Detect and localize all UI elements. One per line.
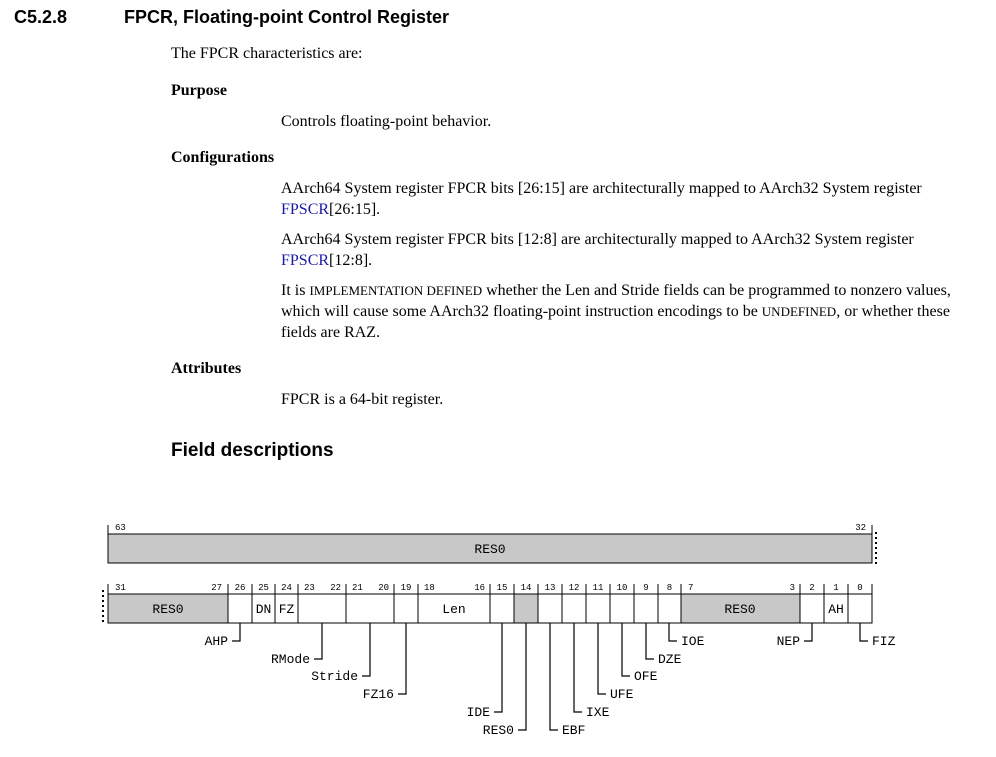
implementation-defined-term: IMPLEMENTATION DEFINED [309,283,483,298]
stride-callout: Stride [311,669,358,684]
config-p3-b: whether the Len and Stride fields can be… [281,282,951,320]
bit-7-label: 7 [688,583,693,593]
field-rmode [297,593,347,624]
purpose-heading: Purpose [171,82,227,99]
bit-18-label: 18 [424,583,435,593]
nep-callout: NEP [777,634,801,649]
dze-callout: DZE [658,652,682,667]
len-field-label: Len [442,602,465,617]
bit-14-label: 14 [521,583,532,593]
fpscr-link-1[interactable]: FPSCR [281,201,330,218]
field-ufe [585,593,611,624]
bit-26-label: 26 [235,583,246,593]
bit-9-label: 9 [643,583,648,593]
field-ide [489,593,515,624]
config-p2-tail: [12:8]. [329,252,373,269]
config-p2-text: AArch64 System register FPCR bits [12:8]… [281,231,914,248]
purpose-text: Controls floating-point behavior. [281,113,492,130]
field-fiz [847,593,873,624]
field-ahp [227,593,253,624]
bit-21-label: 21 [352,583,363,593]
bit-23-label: 23 [304,583,315,593]
bit-32-label: 32 [855,523,866,533]
ide-callout: IDE [467,705,491,720]
bit-11-label: 11 [593,583,604,593]
config-p1-text: AArch64 System register FPCR bits [26:15… [281,180,922,197]
field-res0-low [680,593,801,624]
fz16-callout: FZ16 [363,687,394,702]
config-paragraph-3: It is IMPLEMENTATION DEFINED whether the… [281,280,981,343]
config-p1-tail: [26:15]. [329,201,381,218]
bit-24-label: 24 [281,583,292,593]
bit-63-label: 63 [115,523,126,533]
undefined-term: UNDEFINED [761,304,837,319]
field-res0-high [107,593,229,624]
lower-field-cells [107,593,873,624]
field-ioe [657,593,682,624]
bit-0-label: 0 [857,583,862,593]
ahp-callout: AHP [205,634,229,649]
bit-3-label: 3 [790,583,795,593]
bit-2-label: 2 [809,583,814,593]
fpscr-link-2[interactable]: FPSCR [281,252,330,269]
config-p3-a: It is [281,282,310,299]
field-fz16 [393,593,419,624]
field-ah [823,593,849,624]
section-title: FPCR, Floating-point Control Register [124,7,449,27]
callout-leaders [232,623,868,731]
field-ixe [561,593,587,624]
configurations-heading: Configurations [171,149,275,166]
fz-field-label: FZ [279,602,295,617]
attributes-heading: Attributes [171,360,242,377]
ioe-callout: IOE [681,634,705,649]
section-number: C5.2.8 [14,7,68,27]
attributes-text: FPCR is a 64-bit register. [281,391,444,408]
bit-10-label: 10 [617,583,628,593]
upper-res0-field [107,533,873,564]
config-p3-c: , or whether these fields are RAZ. [281,303,950,341]
fiz-callout: FIZ [872,634,896,649]
ufe-callout: UFE [610,687,634,702]
ixe-callout: IXE [586,705,610,720]
field-descriptions-heading: Field descriptions [171,440,334,461]
config-paragraph-2: AArch64 System register FPCR bits [12:8]… [281,229,981,271]
res0-callout: RES0 [483,723,514,738]
bit-8-label: 8 [667,583,672,593]
field-ofe [609,593,635,624]
config-paragraph-1: AArch64 System register FPCR bits [26:15… [281,178,981,220]
res0-high-field-label: RES0 [152,602,183,617]
bit-15-label: 15 [497,583,508,593]
field-res0-bit14 [513,593,539,624]
bit-31-label: 31 [115,583,126,593]
bit-13-label: 13 [545,583,556,593]
bit-27-label: 27 [211,583,222,593]
field-nep [799,593,825,624]
field-ebf [537,593,563,624]
bit-tick-marks [107,584,873,594]
ofe-callout: OFE [634,669,658,684]
bit-16-label: 16 [474,583,485,593]
field-dze [633,593,659,624]
bit-25-label: 25 [258,583,269,593]
res0-low-field-label: RES0 [724,602,755,617]
bit-22-label: 22 [330,583,341,593]
field-stride [345,593,395,624]
upper-res0-label: RES0 [474,542,505,557]
bit-20-label: 20 [378,583,389,593]
dn-field-label: DN [256,602,272,617]
rmode-callout: RMode [271,652,310,667]
bit-1-label: 1 [833,583,838,593]
intro-text: The FPCR characteristics are: [171,45,363,62]
bit-19-label: 19 [401,583,412,593]
ebf-callout: EBF [562,723,585,738]
ah-field-label: AH [828,602,844,617]
bit-12-label: 12 [569,583,580,593]
